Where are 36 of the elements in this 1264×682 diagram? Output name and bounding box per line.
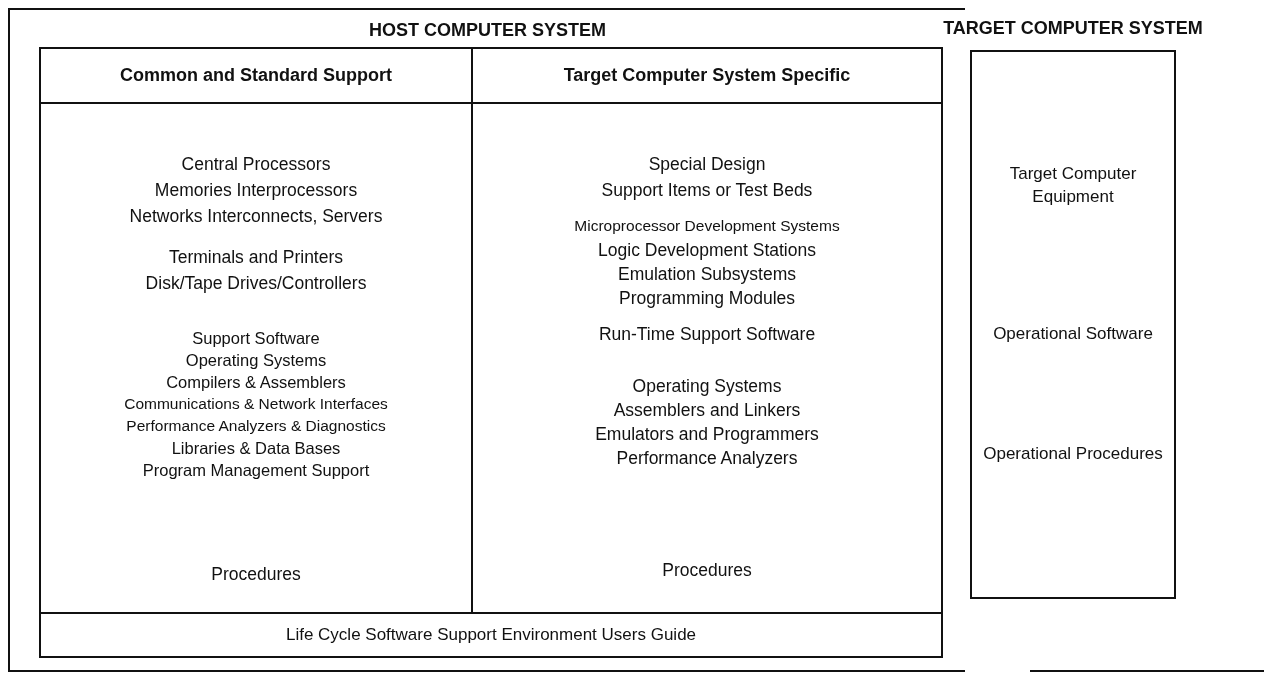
list-item: Memories Interprocessors — [154, 179, 358, 201]
list-item: Emulators and Programmers — [595, 423, 819, 445]
list-item: Microprocessor Development Systems — [574, 216, 840, 236]
list-item: Performance Analyzers — [616, 447, 798, 469]
list-item: Emulation Subsystems — [618, 263, 796, 285]
column-panel — [39, 47, 473, 614]
target-system-box — [970, 50, 1176, 599]
band-text: Life Cycle Software Support Environment Users Guide — [285, 624, 697, 646]
list-item: Program Management Support — [142, 460, 370, 481]
list-item: Assemblers and Linkers — [613, 399, 801, 421]
list-item: Run-Time Support Software — [598, 323, 816, 345]
list-item: Logic Development Stations — [598, 239, 816, 261]
list-item: Special Design — [648, 153, 766, 175]
list-item: Support Software — [192, 328, 320, 349]
guide-band — [39, 612, 943, 658]
list-item: Libraries & Data Bases — [171, 438, 341, 459]
list-item: Operating Systems — [185, 350, 327, 371]
list-item: Performance Analyzers & Diagnostics — [126, 416, 386, 436]
list-item: Procedures — [662, 559, 752, 581]
list-item: Terminals and Printers — [168, 246, 344, 268]
list-item: Networks Interconnects, Servers — [129, 205, 383, 227]
item-text: Target Computer Equipment — [1008, 163, 1138, 208]
column-heading: Common and Standard Support — [120, 65, 392, 86]
list-item: Central Processors — [181, 153, 331, 175]
column-panel — [471, 47, 943, 614]
system-heading: TARGET COMPUTER SYSTEM — [942, 18, 1204, 39]
list-item: Operating Systems — [632, 375, 782, 397]
list-item: Procedures — [211, 563, 301, 585]
list-item: Disk/Tape Drives/Controllers — [145, 272, 367, 294]
item-text: Operational Procedures — [982, 443, 1164, 465]
list-item: Programming Modules — [619, 287, 795, 309]
list-item: Communications & Network Interfaces — [124, 394, 388, 414]
list-item: Compilers & Assemblers — [166, 372, 346, 393]
list-item: Support Items or Test Beds — [601, 179, 813, 201]
column-heading: Target Computer System Specific — [563, 65, 851, 86]
item-text: Operational Software — [992, 323, 1154, 345]
